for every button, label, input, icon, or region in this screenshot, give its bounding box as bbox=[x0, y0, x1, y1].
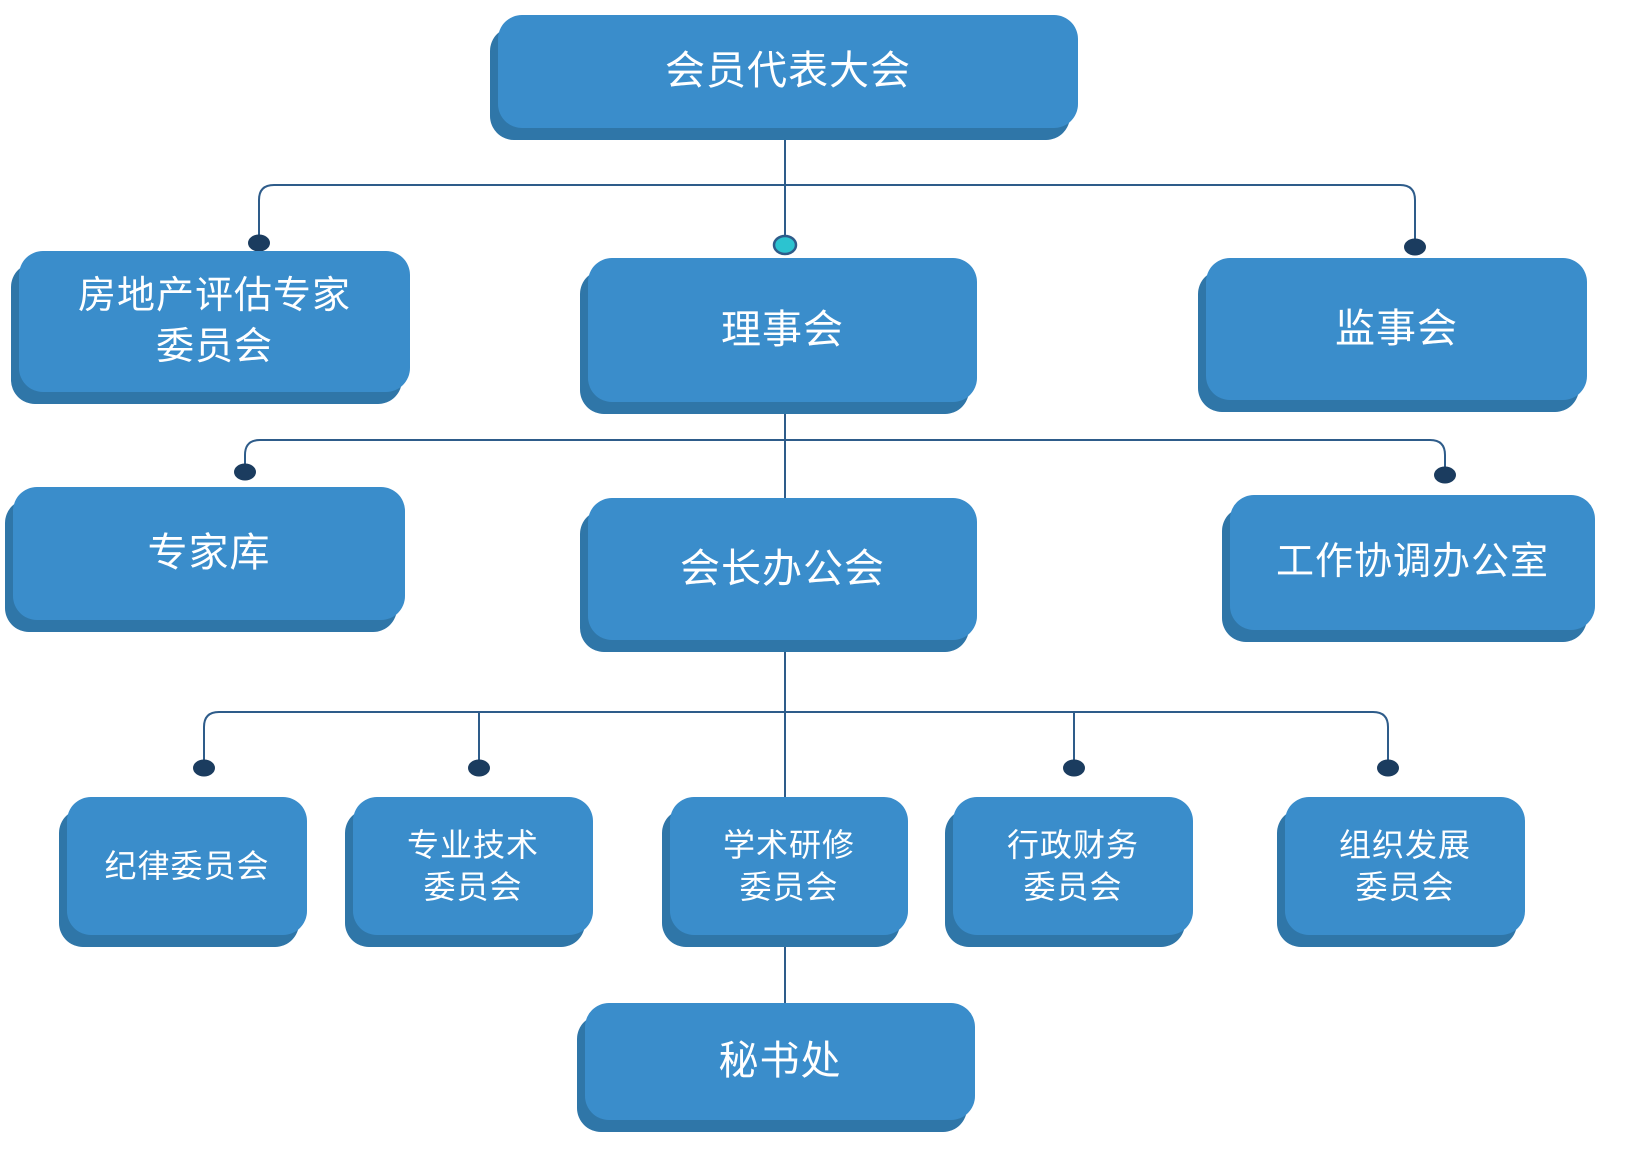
node-secretariat: 秘书处 bbox=[585, 1003, 975, 1120]
node-label-line2: 委员会 bbox=[1023, 869, 1123, 905]
node-work-coordination-office: 工作协调办公室 bbox=[1230, 495, 1595, 630]
node-label: 工作协调办公室 bbox=[1275, 541, 1549, 584]
junction-dot-discipline bbox=[193, 759, 215, 777]
node-expert-pool: 专家库 bbox=[13, 487, 405, 620]
node-label-line1: 专业技术 bbox=[406, 826, 539, 863]
node-label: 纪律委员会 bbox=[104, 847, 270, 884]
node-organization-development-committee: 组织发展 委员会 bbox=[1285, 797, 1525, 935]
node-label-line1: 房地产评估专家 bbox=[77, 275, 351, 318]
node-label-line2: 委员会 bbox=[1355, 869, 1455, 905]
junction-dot-org-dev bbox=[1377, 759, 1399, 777]
node-member-assembly: 会员代表大会 bbox=[498, 15, 1078, 128]
node-academic-research-committee: 学术研修 委员会 bbox=[670, 797, 908, 935]
junction-dot-expert-pool bbox=[234, 463, 256, 481]
node-council: 理事会 bbox=[588, 258, 977, 402]
node-administrative-finance-committee: 行政财务 委员会 bbox=[953, 797, 1193, 935]
junction-dot-professional bbox=[468, 759, 490, 777]
node-label-line2: 委员会 bbox=[739, 869, 839, 905]
junction-dot-coordination-office bbox=[1434, 466, 1456, 484]
node-label-line1: 行政财务 bbox=[1006, 826, 1139, 863]
node-discipline-committee: 纪律委员会 bbox=[67, 797, 307, 935]
junction-dot-admin-finance bbox=[1063, 759, 1085, 777]
node-president-office-meeting: 会长办公会 bbox=[588, 498, 977, 640]
junction-dot-expert-committee bbox=[248, 234, 270, 252]
connector-tier2-branch bbox=[258, 184, 1416, 242]
node-label-line1: 组织发展 bbox=[1338, 826, 1471, 863]
node-label: 会长办公会 bbox=[680, 546, 885, 591]
junction-dot-supervisory bbox=[1404, 238, 1426, 256]
node-real-estate-appraisal-expert-committee: 房地产评估专家 委员会 bbox=[19, 251, 410, 392]
node-supervisory-board: 监事会 bbox=[1206, 258, 1587, 400]
node-label-line2: 委员会 bbox=[155, 325, 273, 368]
council-junction-dot-teal bbox=[772, 234, 798, 256]
connector-tier3-branch bbox=[244, 439, 1446, 470]
node-label-line1: 学术研修 bbox=[722, 826, 855, 863]
node-label-line2: 委员会 bbox=[423, 869, 523, 905]
node-label: 专家库 bbox=[147, 531, 271, 576]
connector-tier4-branch bbox=[203, 711, 1389, 762]
node-professional-technical-committee: 专业技术 委员会 bbox=[353, 797, 593, 935]
node-label: 秘书处 bbox=[718, 1039, 842, 1084]
node-label: 会员代表大会 bbox=[665, 49, 911, 94]
node-label: 监事会 bbox=[1335, 306, 1458, 351]
node-label: 理事会 bbox=[721, 307, 844, 352]
